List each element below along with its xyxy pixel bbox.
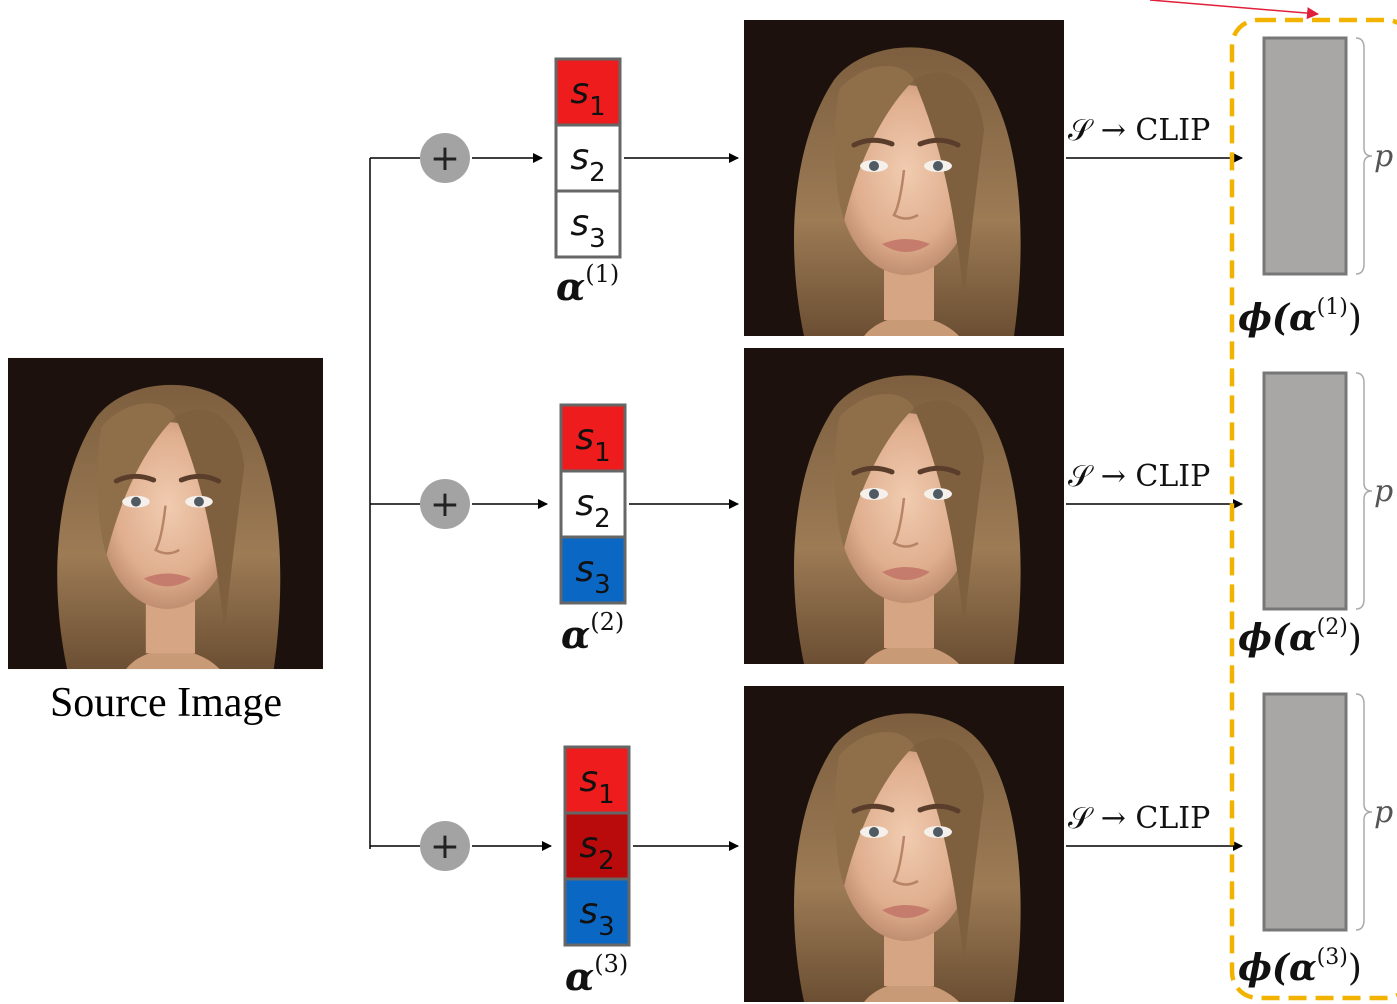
- vector-cell-s3: [559, 535, 627, 605]
- brace-label: p: [1374, 474, 1393, 509]
- plus-circle: [420, 479, 470, 529]
- vector-cell-label: s1: [579, 759, 614, 810]
- embedding-brace: [1355, 372, 1373, 610]
- embedding-bar: [1262, 692, 1348, 932]
- vector-label: α(2): [561, 608, 624, 657]
- edited-image: [744, 348, 1064, 664]
- arrow-label: 𝒮 → CLIP: [1068, 113, 1210, 148]
- vector-label: α(3): [565, 950, 628, 999]
- edited-image: [744, 686, 1064, 1002]
- plus-symbol: +: [430, 826, 460, 867]
- vector-cell-s1: [559, 403, 627, 473]
- plus-symbol: +: [430, 484, 460, 525]
- embedding-label: ϕ(α(1)): [1238, 295, 1362, 339]
- row-3: + s1 s2 s3 α(3) 𝒮 → CLIP p ϕ(α(3)): [370, 686, 1393, 1002]
- embedding-label: ϕ(α(2)): [1238, 615, 1362, 659]
- plus-circle: [420, 821, 470, 871]
- vector-cell-label: s3: [579, 891, 614, 942]
- red-pointer-arrow: [1149, 0, 1319, 20]
- arrow-label: 𝒮 → CLIP: [1068, 801, 1210, 836]
- plus-circle: [420, 133, 470, 183]
- embedding-label: ϕ(α(3)): [1238, 945, 1362, 989]
- vector-cell-label: s2: [575, 483, 610, 534]
- arrow-label: 𝒮 → CLIP: [1068, 459, 1210, 494]
- brace-label: p: [1374, 795, 1393, 830]
- clip-embedding-box: [1229, 17, 1397, 1001]
- rows-layer: + s1 s2 s3 α(1) 𝒮 → CLIP p ϕ(α(1)) + s1 s2 s3 α(2) 𝒮 …: [370, 20, 1393, 1002]
- row-2: + s1 s2 s3 α(2) 𝒮 → CLIP p ϕ(α(2)): [370, 348, 1393, 664]
- vector-cell-label: s2: [570, 137, 605, 188]
- vector-cell-label: s3: [570, 203, 605, 254]
- embedding-brace: [1355, 37, 1373, 275]
- vector-cell-label: s1: [575, 417, 610, 468]
- source-image: [8, 358, 323, 669]
- embedding-brace: [1355, 693, 1373, 931]
- vector-cell-label: s1: [570, 71, 605, 122]
- source-image-label: Source Image: [50, 680, 282, 726]
- vector-cell-label: s2: [579, 825, 614, 876]
- vector-label: α(1): [556, 260, 619, 309]
- embedding-bar: [1262, 371, 1348, 611]
- vector-cell-label: s3: [575, 549, 610, 600]
- brace-label: p: [1374, 139, 1393, 174]
- vector-cell-s3: [563, 877, 631, 947]
- row-1: + s1 s2 s3 α(1) 𝒮 → CLIP p ϕ(α(1)): [370, 20, 1393, 339]
- vector-cell-s3: [554, 189, 622, 259]
- plus-symbol: +: [430, 138, 460, 179]
- vector-cell-s1: [554, 57, 622, 127]
- vector-cell-s2: [563, 811, 631, 881]
- edited-image: [744, 20, 1064, 336]
- embedding-bar: [1262, 36, 1348, 276]
